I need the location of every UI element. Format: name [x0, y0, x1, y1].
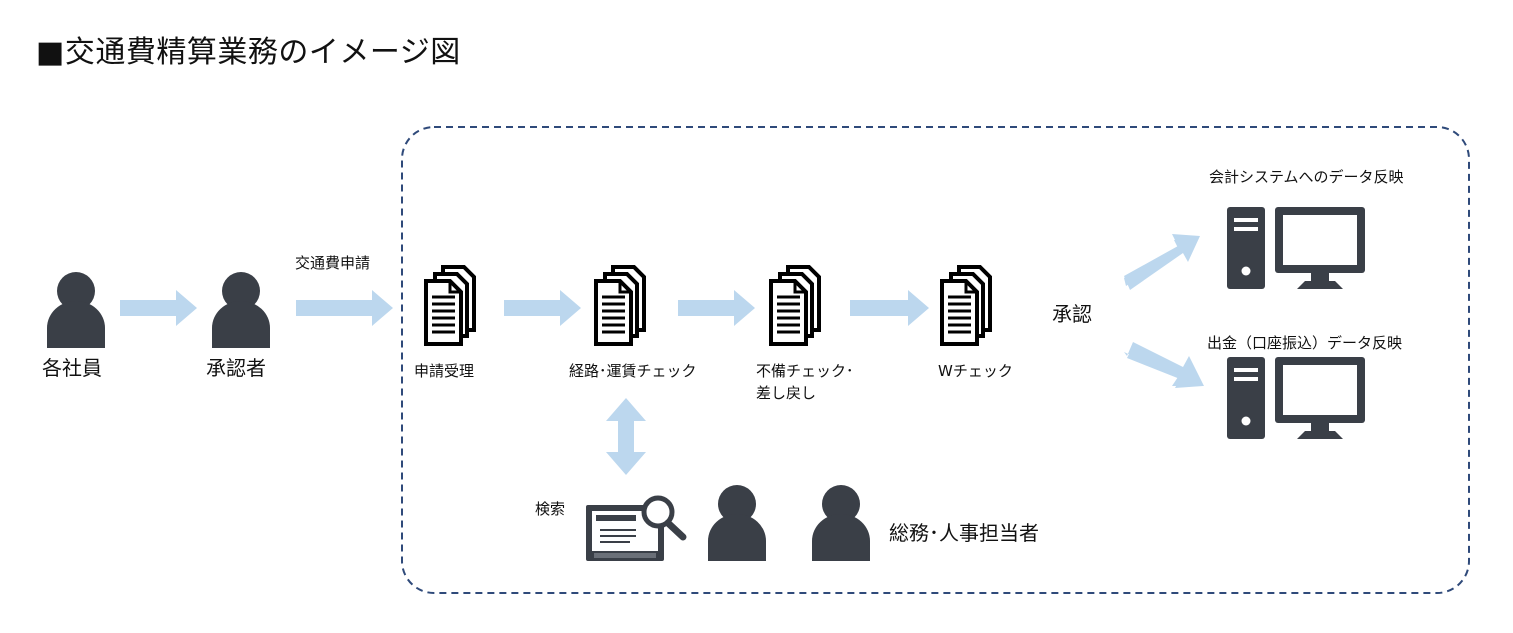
- search-screen-icon: [586, 495, 687, 561]
- admin-person-icon-2: [812, 485, 870, 561]
- approver-person-icon: [212, 272, 270, 348]
- arrow-employee-to-approver: [120, 290, 197, 326]
- step-defect-check-label: 不備チェック･: [756, 362, 854, 380]
- admin-label: 総務･人事担当者: [889, 521, 1039, 545]
- arrow-receipt-to-route: [504, 290, 581, 326]
- employee-person-icon: [47, 272, 105, 348]
- arrow-application: [296, 290, 393, 326]
- arrow-search-bidirectional: [606, 398, 646, 475]
- admin-person-icon-1: [708, 485, 766, 561]
- approver-label: 承認者: [206, 356, 266, 380]
- search-label: 検索: [535, 500, 566, 518]
- route-check-document-icon: [594, 265, 646, 346]
- arrow-defect-to-wcheck: [850, 290, 929, 326]
- process-boundary: [401, 126, 1470, 594]
- wcheck-document-icon: [940, 265, 992, 346]
- arrow-route-to-defect: [678, 290, 755, 326]
- accounting-computer-icon: [1227, 207, 1365, 289]
- defect-check-document-icon: [769, 265, 821, 346]
- step-receipt-label: 申請受理: [414, 362, 475, 380]
- payment-computer-icon: [1227, 357, 1365, 439]
- approval-label: 承認: [1052, 302, 1092, 326]
- payment-output-label: 出金（口座振込）データ反映: [1207, 334, 1403, 352]
- step-sendback-label: 差し戻し: [756, 384, 817, 402]
- application-label: 交通費申請: [295, 254, 371, 272]
- page-title: ■交通費精算業務のイメージ図: [36, 35, 461, 70]
- employee-label: 各社員: [42, 356, 102, 380]
- step-wcheck-label: Wチェック: [938, 362, 1013, 380]
- accounting-output-label: 会計システムへのデータ反映: [1209, 168, 1404, 186]
- step-route-check-label: 経路･運賃チェック: [569, 362, 697, 380]
- receipt-document-icon: [424, 265, 476, 346]
